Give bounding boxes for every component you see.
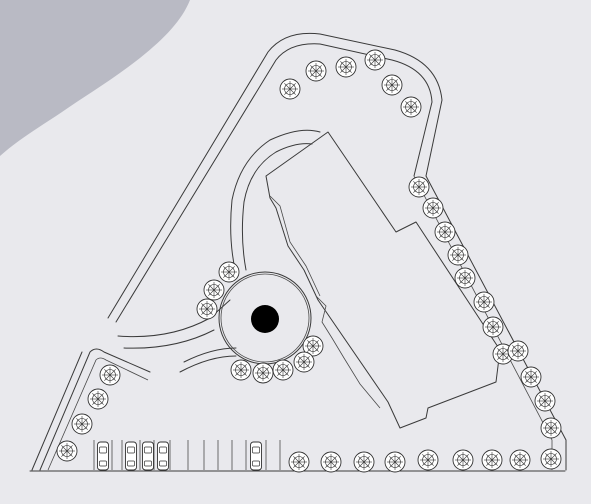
building-footprint	[265, 131, 501, 429]
inner-drive-outer	[230, 129, 321, 275]
tree-icon	[279, 78, 301, 100]
tree-icon	[400, 96, 422, 118]
water-body	[0, 0, 190, 156]
west-boundary-inner	[47, 357, 149, 471]
parked-cars	[97, 441, 262, 471]
tree-icon	[353, 451, 375, 473]
car-icon	[125, 441, 137, 471]
tree-icon	[230, 359, 252, 381]
east-boundary	[425, 175, 567, 471]
tree-icon	[509, 449, 531, 471]
tree-icon	[540, 448, 562, 470]
tree-icon	[99, 364, 121, 386]
central-fountain-dot	[251, 305, 279, 333]
tree-icon	[408, 176, 430, 198]
tree-icon	[384, 451, 406, 473]
tree-icon	[381, 74, 403, 96]
access-drive-inner	[123, 329, 215, 349]
trees	[56, 49, 562, 473]
perimeter-road-outer	[107, 32, 443, 319]
roundabout-inner	[220, 273, 310, 363]
west-edge	[31, 351, 83, 471]
south-drive	[179, 355, 237, 373]
tree-icon	[218, 261, 240, 283]
tree-icon	[335, 56, 357, 78]
tree-icon	[272, 359, 294, 381]
tree-icon	[482, 316, 504, 338]
tree-icon	[422, 197, 444, 219]
car-icon	[97, 441, 109, 471]
east-boundary-inner	[413, 175, 553, 470]
tree-icon	[520, 366, 542, 388]
car-icon	[250, 441, 262, 471]
tree-icon	[252, 362, 274, 384]
car-icon	[142, 441, 154, 471]
building-inner-edge	[269, 195, 321, 297]
south-drive-inner	[183, 347, 237, 363]
tree-icon	[434, 221, 456, 243]
tree-icon	[320, 451, 342, 473]
tree-icon	[454, 267, 476, 289]
tree-icon	[196, 298, 218, 320]
tree-icon	[302, 335, 324, 357]
tree-icon	[71, 413, 93, 435]
tree-icon	[507, 340, 529, 362]
perimeter-road-inner	[115, 43, 433, 323]
tree-icon	[417, 449, 439, 471]
tree-icon	[305, 60, 327, 82]
tree-icon	[87, 388, 109, 410]
car-icon	[157, 441, 169, 471]
tree-icon	[293, 351, 315, 373]
tree-icon	[203, 279, 225, 301]
tree-icon	[534, 390, 556, 412]
tree-icon	[447, 244, 469, 266]
tree-icon	[473, 291, 495, 313]
tree-icon	[452, 449, 474, 471]
tree-icon	[540, 417, 562, 439]
inner-drive-inner	[241, 143, 313, 271]
west-boundary	[39, 348, 151, 471]
parking-stalls	[93, 440, 281, 470]
tree-icon	[56, 440, 78, 462]
tree-icon	[481, 449, 503, 471]
tree-icon	[364, 49, 386, 71]
building-notch	[315, 295, 381, 409]
tree-icon	[288, 451, 310, 473]
